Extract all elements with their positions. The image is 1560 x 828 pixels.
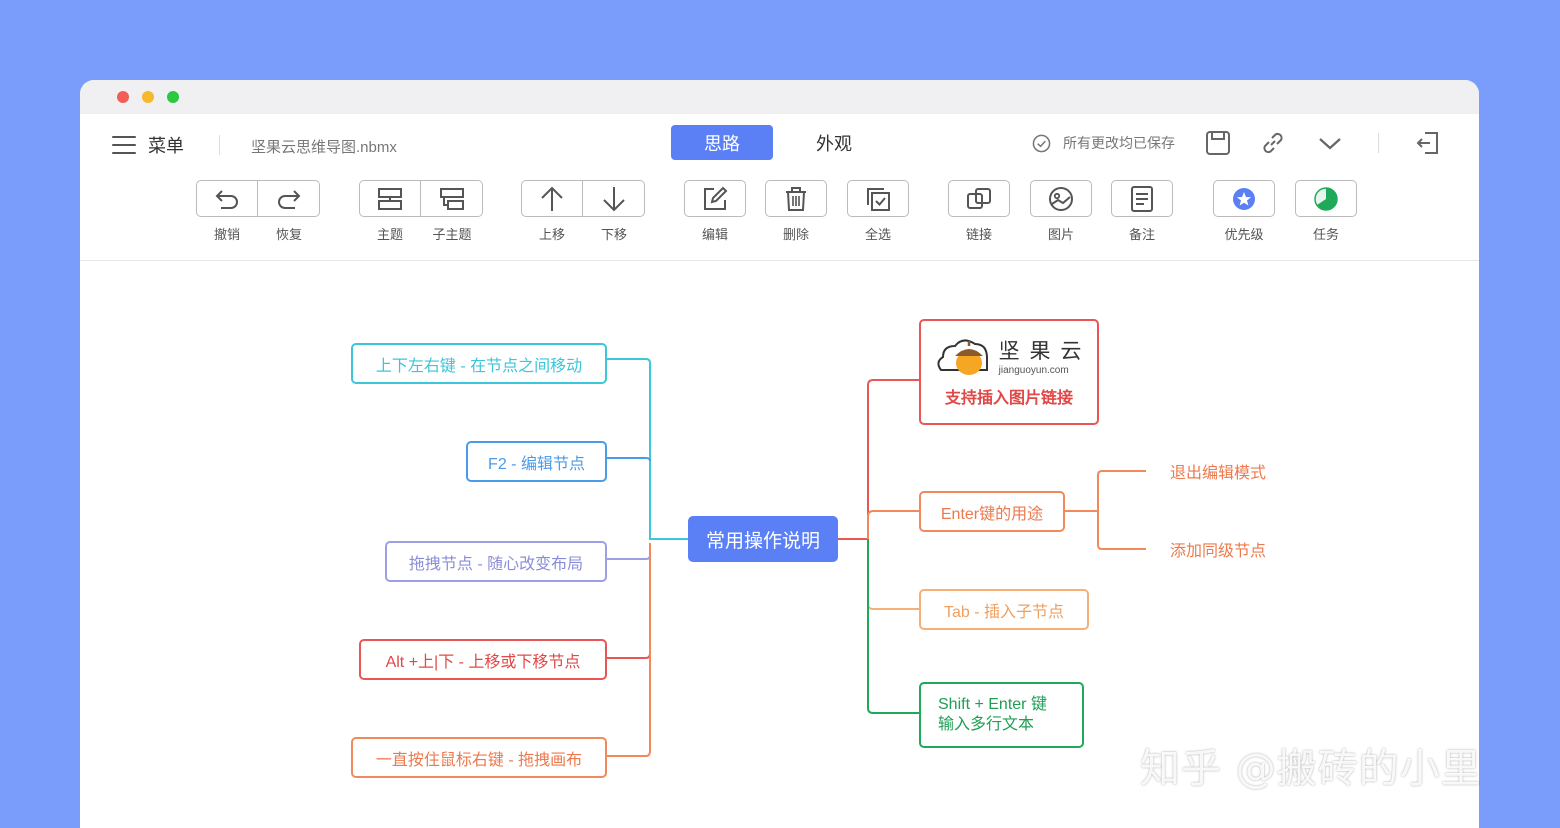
redo-label: 恢复	[275, 227, 302, 242]
edit-button[interactable]	[684, 180, 746, 217]
note-icon	[1131, 185, 1153, 212]
redo-icon	[277, 189, 300, 209]
undo-icon	[215, 189, 238, 209]
toolbar-divider	[80, 260, 1479, 261]
note-label: 备注	[1128, 227, 1155, 242]
link-icon	[1263, 132, 1283, 154]
share-link-button[interactable]	[1258, 128, 1288, 158]
image-icon	[1049, 186, 1073, 211]
node-right-drag[interactable]: 一直按住鼠标右键 - 拖拽画布	[351, 737, 607, 778]
header-divider	[219, 135, 220, 155]
menu-button[interactable]: 菜单	[112, 132, 184, 158]
arrow-up-icon	[541, 186, 563, 211]
close-window-button[interactable]	[117, 91, 129, 103]
task-label: 任务	[1312, 227, 1339, 242]
jianguoyun-logo: 坚 果 云 jianguoyun.com	[935, 332, 1084, 378]
move-up-label: 上移	[538, 227, 565, 242]
arrow-down-icon	[602, 186, 625, 211]
check-circle-icon	[1032, 134, 1051, 152]
task-button[interactable]	[1295, 180, 1357, 217]
node-image[interactable]: 坚 果 云 jianguoyun.com 支持插入图片链接	[919, 319, 1099, 425]
save-status-text: 所有更改均已保存	[1063, 135, 1175, 151]
header-divider-right	[1378, 133, 1379, 153]
node-add-sibling[interactable]: 添加同级节点	[1169, 543, 1266, 560]
save-button[interactable]	[1203, 128, 1233, 158]
image-node-label: 支持插入图片链接	[944, 390, 1073, 407]
node-tab[interactable]: Tab - 插入子节点	[919, 589, 1089, 630]
select-all-button[interactable]	[847, 180, 909, 217]
undo-label: 撤销	[213, 227, 240, 242]
priority-button[interactable]	[1213, 180, 1275, 217]
node-f2[interactable]: F2 - 编辑节点	[466, 441, 607, 482]
image-button[interactable]	[1030, 180, 1092, 217]
select-all-icon	[867, 187, 890, 211]
node-alt-updown[interactable]: Alt +上|下 - 上移或下移节点	[359, 639, 607, 680]
exit-button[interactable]	[1413, 128, 1443, 158]
priority-star-icon	[1233, 187, 1255, 210]
app-window: 菜单 坚果云思维导图.nbmx 思路 外观 所有更改均已保存	[80, 80, 1479, 828]
title-bar	[80, 80, 1479, 114]
subtopic-icon	[439, 187, 464, 210]
save-icon	[1206, 131, 1230, 155]
move-up-button[interactable]	[521, 180, 583, 217]
acorn-logo-icon	[937, 339, 988, 375]
tab-thinking[interactable]: 思路	[671, 125, 773, 160]
delete-label: 删除	[782, 227, 809, 242]
link-icon	[967, 187, 991, 209]
mindmap-canvas[interactable]: 常用操作说明 上下左右键 - 在节点之间移动 F2 - 编辑节点 拖拽节点 - …	[80, 261, 1479, 828]
undo-button[interactable]	[196, 180, 258, 217]
app-header: 菜单 坚果云思维导图.nbmx	[80, 114, 1479, 174]
mindmap-connectors	[606, 358, 1146, 757]
shift-node-line1: Shift + Enter 键	[938, 696, 1047, 713]
file-name: 坚果云思维导图.nbmx	[251, 139, 397, 156]
watermark: 知乎 @搬砖的小里	[1140, 746, 1482, 792]
root-node[interactable]: 常用操作说明	[688, 516, 838, 562]
more-dropdown-button[interactable]	[1315, 128, 1345, 158]
topic-button[interactable]	[359, 180, 421, 217]
task-progress-icon	[1314, 186, 1338, 211]
toolbar: 撤销 恢复 主题 子主题	[80, 180, 1479, 262]
exit-icon	[1416, 132, 1438, 154]
priority-label: 优先级	[1224, 227, 1264, 242]
subtopic-label: 子主题	[432, 227, 472, 242]
delete-button[interactable]	[765, 180, 827, 217]
move-down-button[interactable]	[583, 180, 645, 217]
move-down-label: 下移	[600, 227, 627, 242]
tab-appearance[interactable]: 外观	[816, 133, 852, 154]
node-enter[interactable]: Enter键的用途	[919, 491, 1065, 532]
shift-node-line2: 输入多行文本	[938, 716, 1035, 733]
redo-button[interactable]	[258, 180, 320, 217]
subtopic-button[interactable]	[421, 180, 483, 217]
node-exit-edit[interactable]: 退出编辑模式	[1169, 465, 1266, 482]
trash-icon	[786, 186, 806, 211]
logo-text: 坚 果 云	[998, 339, 1084, 363]
node-drag[interactable]: 拖拽节点 - 随心改变布局	[385, 541, 607, 582]
minimize-window-button[interactable]	[142, 91, 154, 103]
note-button[interactable]	[1111, 180, 1173, 217]
select-all-label: 全选	[864, 227, 891, 242]
hamburger-icon	[112, 135, 136, 155]
image-label: 图片	[1047, 227, 1074, 242]
link-label: 链接	[965, 227, 992, 242]
logo-url: jianguoyun.com	[998, 364, 1069, 376]
link-button[interactable]	[948, 180, 1010, 217]
menu-label: 菜单	[148, 136, 184, 156]
node-arrow-keys[interactable]: 上下左右键 - 在节点之间移动	[351, 343, 607, 384]
edit-label: 编辑	[701, 227, 728, 242]
node-shift-enter[interactable]: Shift + Enter 键 输入多行文本	[919, 682, 1084, 748]
topic-label: 主题	[376, 227, 403, 242]
edit-icon	[704, 186, 728, 210]
chevron-down-icon	[1319, 138, 1341, 150]
save-status: 所有更改均已保存	[1032, 133, 1175, 153]
maximize-window-button[interactable]	[167, 91, 179, 103]
topic-icon	[378, 187, 402, 210]
